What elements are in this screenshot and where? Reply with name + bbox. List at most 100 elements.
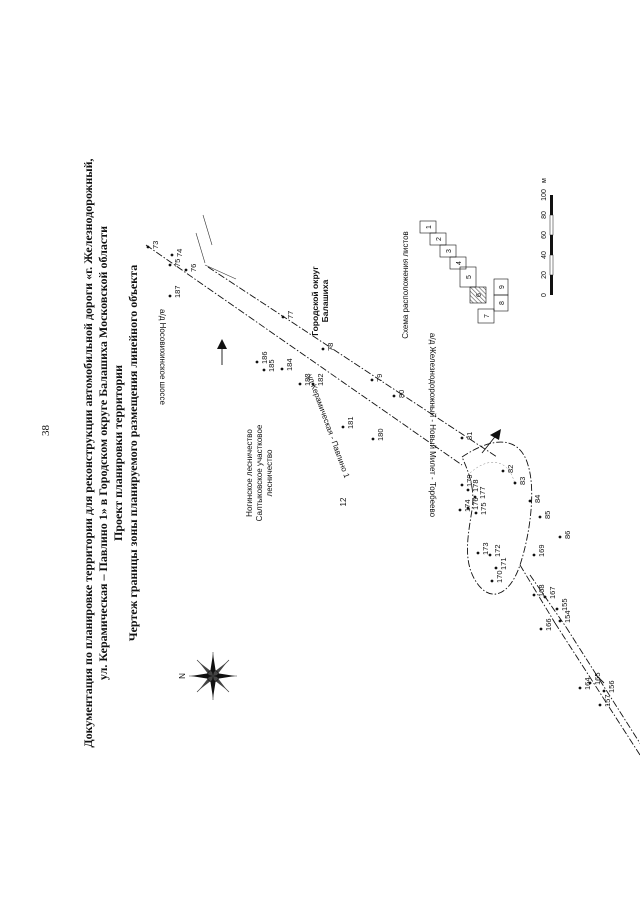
forestry-label-2: Салтыковское участковое <box>255 424 264 521</box>
boundary-point: 156 <box>602 680 616 693</box>
boundary-point-label: 177 <box>478 486 487 499</box>
boundary-point-dot <box>168 263 172 267</box>
sheet-cell-1: 1 <box>426 225 433 229</box>
boundary-point: 84 <box>528 495 542 503</box>
boundary-point-label: 182 <box>316 373 325 386</box>
boundary-point: 80 <box>392 390 406 398</box>
compass-north-label: N <box>178 673 187 679</box>
forestry-label-3: лесничество <box>265 449 274 496</box>
boundary-point-dot <box>588 681 592 685</box>
boundary-point-label: 173 <box>481 542 490 555</box>
boundary-point-dot <box>473 495 477 499</box>
road-label-nosovikhinskoe: а/д Носовихинское шоссе <box>158 309 167 406</box>
arrow-icon <box>490 429 501 440</box>
road-corridor <box>145 214 640 760</box>
boundary-point-dot <box>460 436 464 440</box>
forestry-quarter-label: 12 <box>339 497 348 506</box>
boundary-point: 157 <box>598 694 612 707</box>
district-label-1: Городской округ <box>310 266 320 336</box>
sheet-cell-8: 8 <box>499 301 506 305</box>
boundary-point-dot <box>558 535 562 539</box>
boundary-point-label: 183 <box>303 373 312 386</box>
boundary-point-label: 74 <box>175 249 184 257</box>
compass-rose-icon: N <box>178 652 237 700</box>
boundary-point-label: 184 <box>285 358 294 371</box>
boundary-point-label: 79 <box>375 374 384 382</box>
boundary-point: 85 <box>538 511 552 519</box>
boundary-point: 174 <box>458 499 472 512</box>
scale-bar: 0 20 40 60 80 100 м <box>541 178 554 297</box>
boundary-point-label: 85 <box>543 511 552 519</box>
boundary-point-label: 186 <box>260 351 269 364</box>
sheet-cell-4: 4 <box>456 261 463 265</box>
boundary-point-label: 170 <box>495 570 504 583</box>
boundary-point-dot <box>392 394 396 398</box>
forestry-label-1: Ногинское лесничество <box>245 429 254 517</box>
road-direction-arrows <box>217 339 501 454</box>
boundary-point-label: 169 <box>537 544 546 557</box>
boundary-point-label: 166 <box>544 618 553 631</box>
boundary-point-label: 180 <box>376 428 385 441</box>
scale-unit: м <box>541 178 548 183</box>
sheet-cell-3: 3 <box>446 249 453 253</box>
boundary-point-dot <box>532 593 536 597</box>
scale-tick-100: 100 <box>541 189 548 201</box>
boundary-point-label: 168 <box>537 584 546 597</box>
boundary-point-dot <box>474 511 478 515</box>
scale-tick-20: 20 <box>541 271 548 279</box>
boundary-point-label: 81 <box>465 432 474 440</box>
boundary-point-dot <box>543 595 547 599</box>
boundary-point-dot <box>513 481 517 485</box>
boundary-point: 164 <box>578 677 592 690</box>
boundary-point: 181 <box>341 416 355 429</box>
title-line-2: ул. Керамическая – Павлино 1» в Городско… <box>96 226 110 680</box>
boundary-point-dot <box>578 686 582 690</box>
scale-tick-80: 80 <box>541 211 548 219</box>
boundary-point-label: 181 <box>346 416 355 429</box>
boundary-point-dot <box>494 566 498 570</box>
boundary-point: 172 <box>488 544 502 557</box>
sheet-cell-5: 5 <box>466 275 473 279</box>
sheet-layout-scheme: Схема расположения листов 1 2 3 4 5 6 <box>401 220 509 339</box>
boundary-point-dot <box>558 619 562 623</box>
boundary-point-dot <box>476 551 480 555</box>
boundary-point-label: 76 <box>189 264 198 272</box>
boundary-point: 184 <box>280 358 294 371</box>
sheet-cell-2: 2 <box>436 237 443 241</box>
boundary-point-dot <box>184 268 188 272</box>
arrow-icon <box>217 339 227 349</box>
boundary-point-dot <box>370 378 374 382</box>
boundary-point-dot <box>458 508 462 512</box>
boundary-point-dot <box>146 245 150 249</box>
boundary-point-dot <box>341 425 345 429</box>
boundary-point-label: 82 <box>506 465 515 473</box>
boundary-point-label: 187 <box>173 285 182 298</box>
boundary-point-dot <box>466 488 470 492</box>
sheet-scheme-title: Схема расположения листов <box>401 231 410 339</box>
boundary-point-dot <box>528 499 532 503</box>
district-label-2: Балашиха <box>320 279 330 322</box>
scale-tick-40: 40 <box>541 251 548 259</box>
title-line-3: Проект планировки территории <box>111 365 125 541</box>
boundary-point-dot <box>321 347 325 351</box>
boundary-point-dot <box>281 315 285 319</box>
boundary-point-label: 78 <box>326 343 335 351</box>
boundary-point: 74 <box>170 249 184 257</box>
boundary-point-label: 171 <box>499 557 508 570</box>
boundary-point-label: 80 <box>397 390 406 398</box>
boundary-point: 170 <box>490 570 504 583</box>
boundary-point-dot <box>538 515 542 519</box>
boundary-point: 77 <box>281 311 295 319</box>
boundary-point-dot <box>539 627 543 631</box>
boundary-point-label: 172 <box>493 544 502 557</box>
boundary-point-label: 86 <box>563 531 572 539</box>
title-block: Документация по планировке территории дл… <box>81 158 140 747</box>
boundary-point-label: 175 <box>479 502 488 515</box>
boundary-point: 154 <box>558 610 572 623</box>
road-label-novy-milet: а/д Железнодорожный - Новый Милет - Торб… <box>428 333 437 518</box>
sheet-cell-7: 7 <box>484 314 491 318</box>
boundary-point: 187 <box>168 285 182 298</box>
scale-tick-60: 60 <box>541 231 548 239</box>
boundary-point-dot <box>170 253 174 257</box>
